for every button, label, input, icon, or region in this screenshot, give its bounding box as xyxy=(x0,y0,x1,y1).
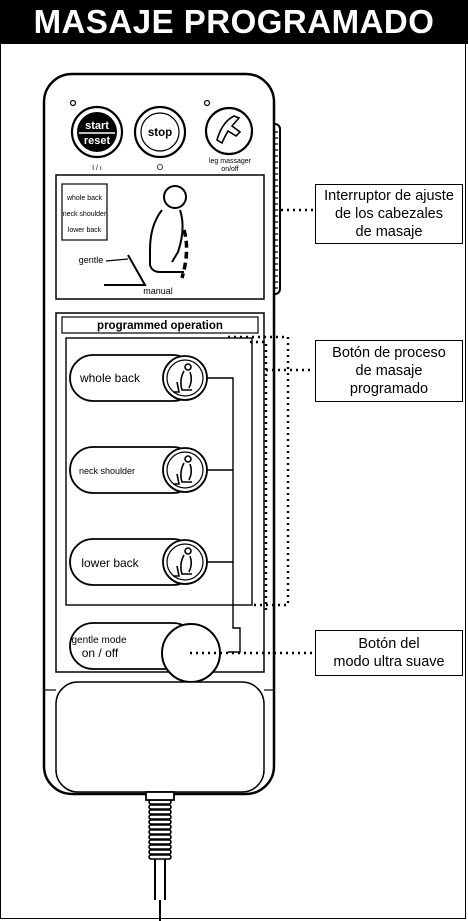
cable-strain-relief xyxy=(145,791,175,801)
seat-icon xyxy=(173,547,193,577)
program-header-box xyxy=(61,316,259,334)
cable xyxy=(148,799,172,921)
seat-icon xyxy=(173,455,193,485)
cable-coil xyxy=(148,849,172,855)
start-reset-button[interactable]: start reset xyxy=(70,105,124,159)
cable-coil xyxy=(148,834,172,840)
callout-line: Botón de proceso xyxy=(332,345,446,361)
callout-line: Botón del xyxy=(358,636,420,652)
start-symbol: I / ı xyxy=(92,165,102,172)
led-left xyxy=(69,99,77,107)
cable-coil xyxy=(148,819,172,825)
start-label: start xyxy=(85,120,109,132)
callout-line: Interruptor de ajuste xyxy=(324,188,454,204)
seated-figure-icon xyxy=(104,185,189,286)
cable-coil xyxy=(148,804,172,810)
program-button-label: whole back xyxy=(79,371,141,385)
zone-labels-box xyxy=(61,183,108,241)
callout-adjust-switch: Interruptor de ajuste de los cabezales d… xyxy=(315,184,463,244)
cable-coil xyxy=(148,854,172,860)
gentle-label: gentle xyxy=(79,255,104,265)
gentle-line xyxy=(105,258,129,262)
zone-label-neck-shoulder: neck shoulder xyxy=(63,211,107,218)
zone-label-lower-back: lower back xyxy=(68,227,102,234)
bottom-panel xyxy=(55,681,265,793)
callout-line: de los cabezales xyxy=(334,206,443,222)
leg-icon xyxy=(216,115,242,145)
reset-label: reset xyxy=(84,135,111,147)
callout-ultra-soft: Botón del modo ultra suave xyxy=(315,630,463,676)
program-button-lower-back[interactable]: lower back xyxy=(69,538,208,586)
cable-coil xyxy=(148,809,172,815)
program-button-whole-back[interactable]: whole back xyxy=(69,354,208,402)
page-title: MASAJE PROGRAMADO xyxy=(33,3,435,40)
leader-lines xyxy=(190,208,313,655)
gentle-mode-label-line2: on / off xyxy=(82,646,119,660)
cable-coil xyxy=(148,839,172,845)
callout-line: de masaje xyxy=(355,224,423,240)
seat-icon xyxy=(173,363,193,393)
cable-coil xyxy=(148,814,172,820)
connector-lines xyxy=(207,377,241,653)
title-bar: MASAJE PROGRAMADO xyxy=(0,0,468,44)
led-right xyxy=(203,99,211,107)
zone-label-whole-back: whole back xyxy=(66,195,103,202)
stop-symbol: O xyxy=(157,163,163,172)
manual-label: manual xyxy=(143,286,173,296)
cable-coil xyxy=(148,829,172,835)
stop-button[interactable]: stop xyxy=(133,105,187,159)
stop-label: stop xyxy=(148,127,172,139)
cable-coil xyxy=(148,844,172,850)
program-header: programmed operation xyxy=(97,320,223,332)
cable-coil xyxy=(148,824,172,830)
program-button-label: lower back xyxy=(81,556,139,570)
callout-line: programado xyxy=(349,381,429,397)
leg-label-line2: on/off xyxy=(221,166,238,173)
leg-label-line1: leg massager xyxy=(209,158,252,165)
callout-line: modo ultra suave xyxy=(333,654,445,670)
gentle-mode-label-line1: gentle mode xyxy=(71,635,126,646)
callout-program-button: Botón de proceso de masaje programado xyxy=(315,340,463,402)
program-button-label: neck shoulder xyxy=(79,466,135,476)
program-button-neck-shoulder[interactable]: neck shoulder xyxy=(69,446,208,494)
leg-massager-button[interactable] xyxy=(204,106,254,156)
callout-line: de masaje xyxy=(355,363,423,379)
